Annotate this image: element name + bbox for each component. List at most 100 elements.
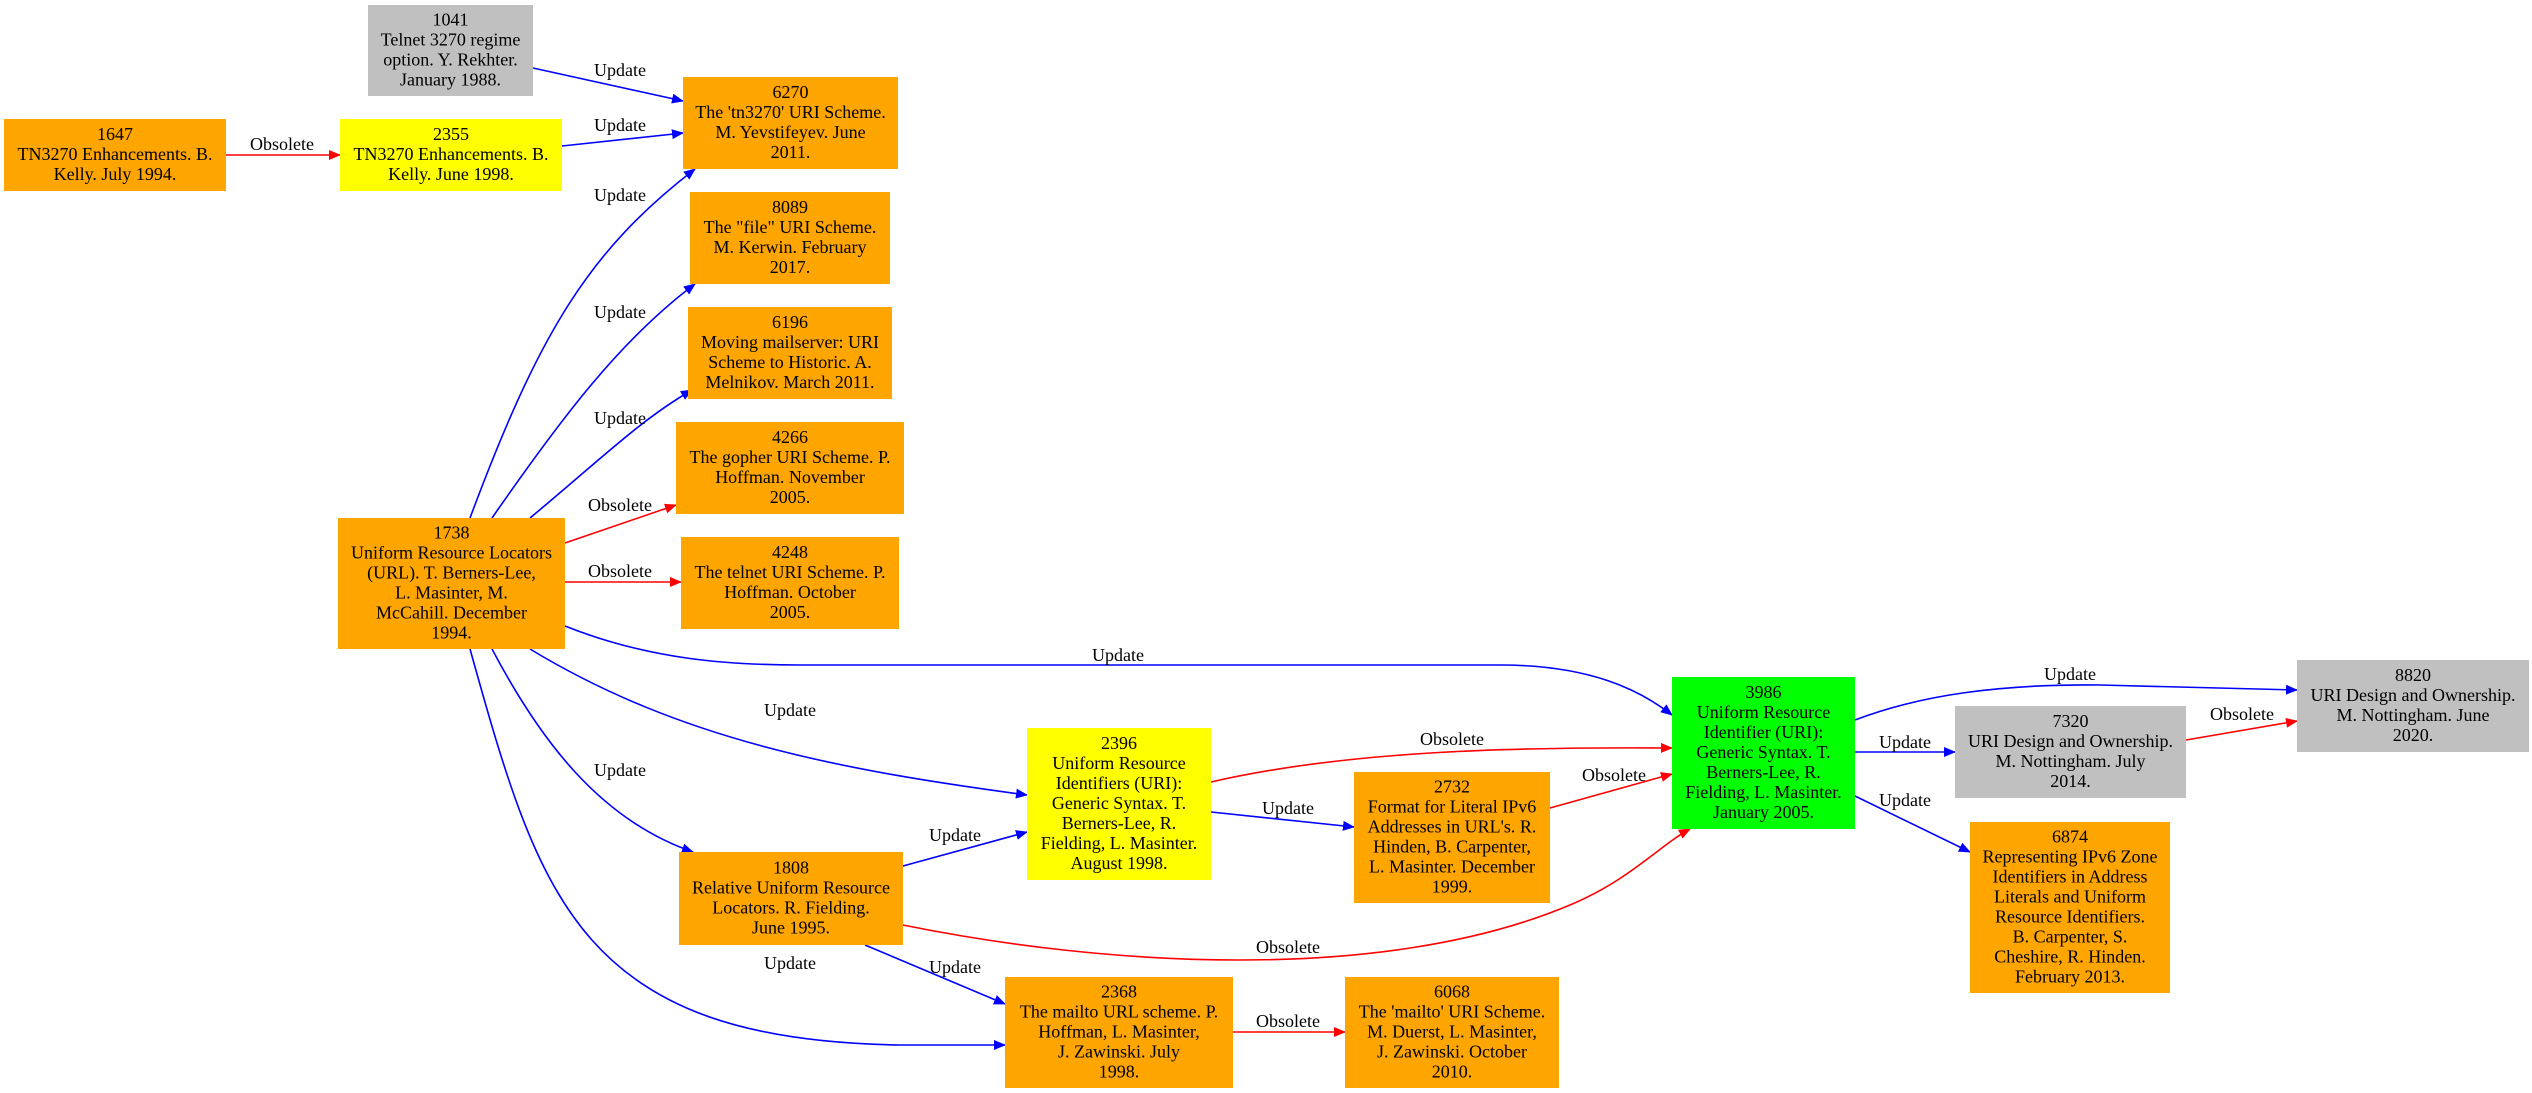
- edge-2355-6270-update: [561, 129, 684, 147]
- rfc-description-line: Cheshire, R. Hinden.: [1994, 947, 2145, 967]
- edge-label-3986-8820: Update: [2044, 664, 2096, 684]
- edge-label-1738-6196: Update: [594, 408, 646, 428]
- rfc-description-line: Telnet 3270 regime: [381, 30, 521, 50]
- rfc-node-box-4248: [681, 537, 899, 629]
- rfc-description-line: The "file" URI Scheme.: [704, 217, 877, 237]
- edge-label-1738-8089: Update: [594, 302, 646, 322]
- edge-label-1808-2396: Update: [929, 825, 981, 845]
- rfc-description-line: Generic Syntax. T.: [1052, 793, 1186, 813]
- rfc-node-box-2355: [340, 119, 562, 191]
- rfc-description-line: 1999.: [1432, 877, 1473, 897]
- rfc-number: 2732: [1434, 777, 1470, 797]
- rfc-description-line: M. Nottingham. June: [2337, 705, 2490, 725]
- rfc-node-box-6196: [688, 307, 892, 399]
- rfc-number: 1041: [433, 10, 469, 30]
- rfc-node-box-6270: [683, 77, 898, 169]
- rfc-description-line: January 2005.: [1713, 802, 1814, 822]
- edge-7320-8820-obsolete: [2185, 717, 2298, 741]
- rfc-description-line: McCahill. December: [376, 603, 527, 623]
- rfc-description-line: 1998.: [1099, 1062, 1140, 1082]
- rfc-description-line: August 1998.: [1070, 853, 1167, 873]
- rfc-description-line: Hoffman. October: [724, 582, 856, 602]
- rfc-description-line: Format for Literal IPv6: [1368, 797, 1536, 817]
- rfc-node-box-1041: [368, 5, 533, 96]
- rfc-description-line: The 'mailto' URI Scheme.: [1359, 1002, 1545, 1022]
- rfc-node-box-8089: [690, 192, 890, 284]
- rfc-description-line: URI Design and Ownership.: [1968, 731, 2173, 751]
- rfc-description-line: June 1995.: [752, 918, 830, 938]
- rfc-description-line: Locators. R. Fielding.: [712, 898, 869, 918]
- rfc-description-line: TN3270 Enhancements. B.: [18, 144, 213, 164]
- rfc-description-line: 2011.: [771, 142, 811, 162]
- rfc-description-line: Kelly. June 1998.: [388, 164, 514, 184]
- rfc-description-line: Scheme to Historic. A.: [708, 352, 871, 372]
- edge-labels-layer: UpdateUpdateObsoleteUpdateUpdateUpdateOb…: [250, 60, 2274, 1031]
- rfc-description-line: option. Y. Rekhter.: [383, 50, 518, 70]
- rfc-node-box-8820: [2297, 660, 2529, 752]
- rfc-description-line: The gopher URI Scheme. P.: [690, 447, 891, 467]
- rfc-description-line: Identifier (URI):: [1704, 722, 1823, 743]
- rfc-node-box-2368: [1005, 977, 1233, 1088]
- rfc-number: 2355: [433, 124, 469, 144]
- rfc-description-line: M. Kerwin. February: [714, 237, 867, 257]
- rfc-description-line: M. Nottingham. July: [1995, 751, 2145, 771]
- edge-2396-3986-obsolete: [1210, 742, 1673, 783]
- rfc-description-line: 2005.: [770, 487, 811, 507]
- rfc-description-line: J. Zawinski. October: [1377, 1042, 1527, 1062]
- rfc-number: 8089: [772, 197, 808, 217]
- rfc-description-line: Identifiers in Address: [1993, 867, 2148, 887]
- rfc-description-line: 2017.: [770, 257, 811, 277]
- edge-1808-2368-update: [864, 944, 1006, 1005]
- rfc-description-line: Addresses in URL's. R.: [1368, 817, 1537, 837]
- edge-label-1738-6270: Update: [594, 185, 646, 205]
- rfc-node-box-1647: [4, 119, 226, 191]
- rfc-description-line: M. Yevstifeyev. June: [715, 122, 865, 142]
- rfc-description-line: 2014.: [2050, 771, 2091, 791]
- edge-label-1738-2396: Update: [764, 700, 816, 720]
- edge-1738-1808-update: [491, 648, 694, 854]
- rfc-description-line: Hoffman, L. Masinter,: [1038, 1022, 1199, 1042]
- edge-label-7320-8820: Obsolete: [2210, 704, 2274, 724]
- rfc-description-line: Uniform Resource: [1052, 753, 1185, 773]
- rfc-description-line: 1994.: [431, 623, 472, 643]
- rfc-description-line: URI Design and Ownership.: [2311, 685, 2516, 705]
- edge-label-2368-6068: Obsolete: [1256, 1011, 1320, 1031]
- rfc-description-line: The mailto URL scheme. P.: [1020, 1002, 1218, 1022]
- edge-label-1738-1808: Update: [594, 760, 646, 780]
- rfc-number: 6874: [2052, 827, 2088, 847]
- rfc-description-line: Relative Uniform Resource: [692, 878, 890, 898]
- rfc-description-line: TN3270 Enhancements. B.: [354, 144, 549, 164]
- rfc-node-box-2396: [1027, 728, 1211, 880]
- edge-3986-8820-update: [1854, 684, 2298, 721]
- rfc-node-box-6068: [1345, 977, 1559, 1088]
- edge-label-2396-2732: Update: [1262, 798, 1314, 818]
- rfc-description-line: L. Masinter. December: [1369, 857, 1535, 877]
- rfc-number: 1738: [434, 523, 470, 543]
- rfc-description-line: Identifiers (URI):: [1056, 773, 1182, 794]
- edge-label-2355-6270: Update: [594, 115, 646, 135]
- edge-label-1041-6270: Update: [594, 60, 646, 80]
- rfc-description-line: The telnet URI Scheme. P.: [695, 562, 886, 582]
- edges-layer: [226, 67, 2298, 1050]
- rfc-description-line: Generic Syntax. T.: [1696, 742, 1830, 762]
- rfc-node-box-6874: [1970, 822, 2170, 993]
- rfc-description-line: Fielding, L. Masinter.: [1041, 833, 1198, 853]
- rfc-description-line: Melnikov. March 2011.: [705, 372, 874, 392]
- edge-1738-6196-update: [529, 389, 693, 519]
- edge-1738-6270-update: [469, 168, 696, 519]
- rfc-description-line: B. Carpenter, S.: [2013, 927, 2128, 947]
- rfc-description-line: M. Duerst, L. Masinter,: [1367, 1022, 1537, 1042]
- edge-1738-4266-obsolete: [564, 503, 677, 544]
- rfc-number: 6270: [773, 82, 809, 102]
